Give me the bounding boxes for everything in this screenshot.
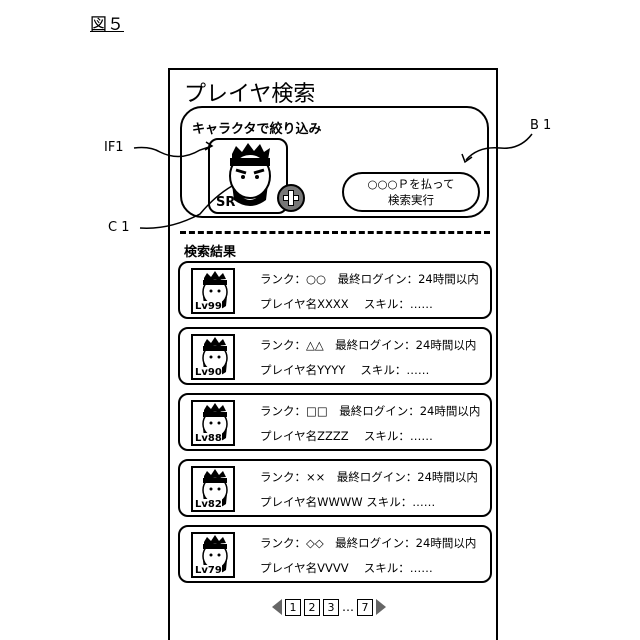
- leader-lines: [0, 0, 640, 640]
